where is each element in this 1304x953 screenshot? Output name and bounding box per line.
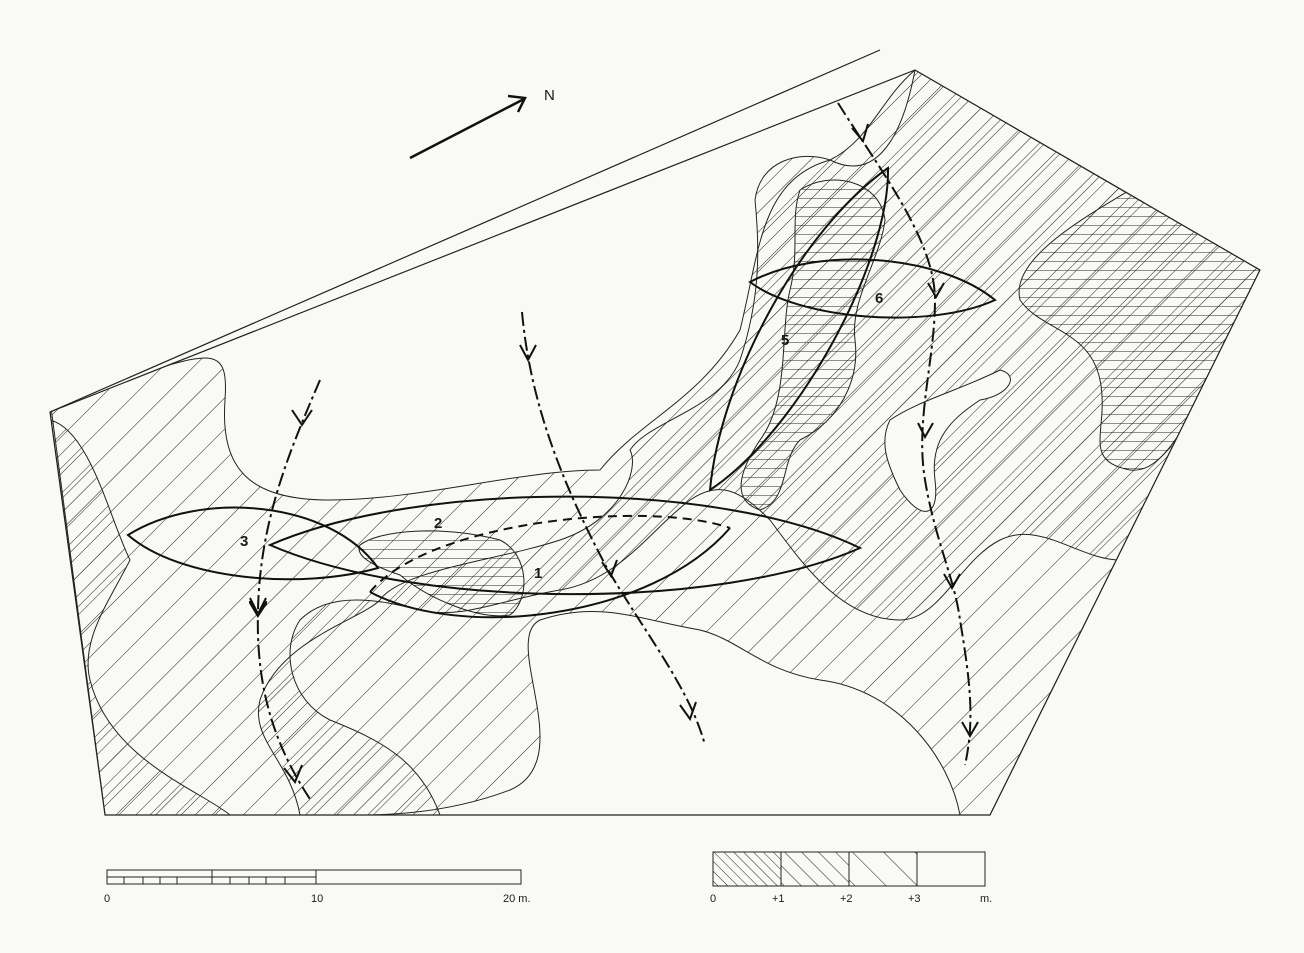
- scale-label-20: 20 m.: [503, 893, 531, 905]
- feature-3-outline: [126, 506, 380, 581]
- legend-swatch-plus2: [848, 851, 918, 887]
- feature-label-3: 3: [240, 533, 248, 550]
- feature-label-5: 5: [781, 332, 789, 349]
- arrow-icon: [679, 701, 697, 722]
- flow-line-center: [521, 311, 706, 746]
- arrow-icon: [249, 597, 267, 617]
- arrow-icon: [283, 764, 303, 784]
- feature-1-outline: [369, 527, 731, 619]
- legend-label-plus3: +3: [908, 893, 921, 905]
- feature-2-outline: [267, 495, 863, 596]
- feature-label-6: 6: [875, 290, 883, 307]
- flow-arrowheads: [249, 123, 979, 784]
- feature-label-1: 1: [534, 565, 542, 582]
- legend-label-plus2: +2: [840, 893, 853, 905]
- legend-label-plus1: +1: [772, 893, 785, 905]
- arrow-icon: [927, 282, 945, 300]
- zone-zero-left: [358, 530, 525, 617]
- arrow-icon: [519, 344, 537, 363]
- arrow-icon: [943, 573, 961, 591]
- north-arrow: N: [409, 87, 555, 160]
- elevation-legend: [712, 851, 986, 887]
- north-label: N: [544, 87, 555, 104]
- zone-plus1: [50, 70, 1260, 815]
- arrow-icon: [851, 123, 869, 144]
- flow-lines: [258, 102, 972, 803]
- feature-6-outline: [748, 258, 997, 319]
- arrow-icon: [291, 409, 313, 427]
- legend-swatch-0: [712, 851, 782, 887]
- legend-swatch-plus3: [916, 851, 986, 887]
- elevation-zones: [50, 70, 1260, 815]
- scale-label-0: 0: [104, 893, 110, 905]
- north-arrow-icon: [409, 97, 525, 160]
- feature-1-outline-dashed: [369, 514, 731, 593]
- arrow-icon: [961, 721, 979, 739]
- scale-label-10: 10: [311, 893, 323, 905]
- feature-5-outline: [708, 166, 890, 492]
- scale-bar: [106, 869, 522, 885]
- flow-line-east: [837, 102, 972, 766]
- arrow-icon: [601, 559, 618, 579]
- feature-label-2: 2: [434, 515, 442, 532]
- features: [126, 166, 997, 619]
- zone-white-island: [884, 369, 1011, 512]
- arrow-icon: [917, 422, 934, 440]
- site-boundary-top: [49, 49, 881, 413]
- legend-swatch-plus1: [780, 851, 850, 887]
- flow-line-west: [258, 379, 321, 803]
- site-boundary: [49, 69, 1261, 816]
- legend-label-0: 0: [710, 893, 716, 905]
- legend-unit: m.: [980, 893, 992, 905]
